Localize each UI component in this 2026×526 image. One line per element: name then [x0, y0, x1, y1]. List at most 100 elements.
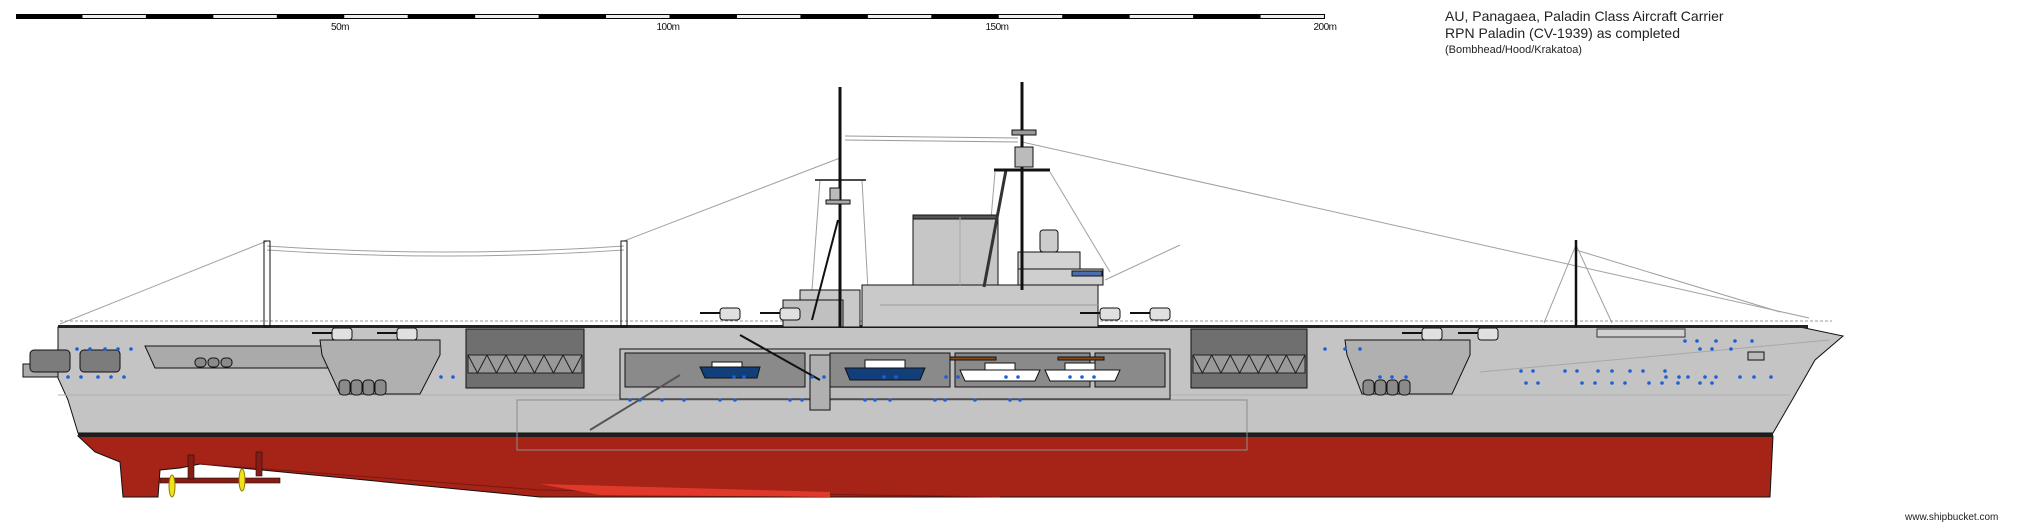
scale-bar-segment — [998, 15, 1063, 18]
propeller-icon — [238, 468, 246, 492]
truss-member — [505, 354, 526, 375]
scale-bar-segment — [867, 15, 932, 18]
propeller-shaft — [159, 477, 281, 484]
porthole — [894, 375, 898, 379]
scale-bar-segment — [736, 15, 801, 18]
vent — [194, 357, 207, 368]
truss-member — [467, 354, 488, 375]
vent — [338, 379, 351, 396]
porthole — [1080, 375, 1084, 379]
porthole — [1575, 369, 1579, 373]
porthole — [1404, 375, 1408, 379]
porthole — [1593, 381, 1597, 385]
porthole — [1092, 375, 1096, 379]
hangar-truss — [467, 354, 1306, 375]
vent — [350, 379, 363, 396]
porthole — [943, 398, 947, 402]
gun-turret — [1421, 327, 1443, 341]
underwater-hull — [76, 435, 1774, 498]
porthole — [1016, 375, 1020, 379]
porthole — [1531, 369, 1535, 373]
porthole — [1596, 369, 1600, 373]
scale-bar-segment — [344, 15, 408, 18]
scale-label-50m: 50m — [331, 22, 349, 33]
porthole — [1524, 381, 1528, 385]
shaft-bracket — [187, 454, 195, 480]
porthole — [1647, 381, 1651, 385]
gun-turret — [331, 327, 353, 341]
porthole — [800, 398, 804, 402]
scale-bar-segment — [1260, 15, 1324, 18]
porthole — [956, 375, 960, 379]
accommodation-ladder — [589, 374, 681, 431]
watermark: www.shipbucket.com — [1905, 512, 1999, 523]
bilge-keel — [540, 484, 830, 497]
porthole — [439, 375, 443, 379]
porthole — [129, 347, 133, 351]
truss-member — [1229, 354, 1250, 375]
porthole — [1703, 375, 1707, 379]
deck-edge-detail — [1596, 328, 1686, 338]
gun-turret — [719, 307, 741, 321]
drawing-credits: (Bombhead/Hood/Krakatoa) — [1445, 44, 1582, 56]
gun-turret — [396, 327, 418, 341]
porthole — [103, 347, 107, 351]
porthole — [810, 375, 814, 379]
porthole — [822, 375, 826, 379]
porthole — [1698, 347, 1702, 351]
porthole — [79, 375, 83, 379]
scale-bar-segment — [475, 15, 539, 18]
drawing-title: AU, Panagaea, Paladin Class Aircraft Car… — [1445, 8, 1724, 24]
porthole — [944, 375, 948, 379]
porthole — [66, 375, 70, 379]
porthole — [1752, 375, 1756, 379]
vent — [374, 379, 387, 396]
porthole — [660, 398, 664, 402]
porthole — [863, 398, 867, 402]
porthole — [1677, 375, 1681, 379]
porthole — [1710, 347, 1714, 351]
porthole — [888, 398, 892, 402]
truss-member — [524, 354, 545, 375]
gun-turret — [1149, 307, 1171, 321]
porthole — [1729, 347, 1733, 351]
porthole — [1686, 375, 1690, 379]
porthole — [88, 347, 92, 351]
porthole — [1623, 381, 1627, 385]
gun-turret — [1477, 327, 1499, 341]
porthole — [1323, 347, 1327, 351]
porthole — [1008, 398, 1012, 402]
drawing-subtitle: RPN Paladin (CV-1939) as completed — [1445, 25, 1681, 41]
porthole — [682, 398, 686, 402]
lattice-mast — [263, 240, 1578, 328]
porthole — [1738, 375, 1742, 379]
scale-bar-segment — [1129, 15, 1194, 18]
porthole — [1358, 347, 1362, 351]
hangar-outline — [516, 399, 1248, 451]
propeller-icon — [168, 474, 176, 498]
vent — [1374, 379, 1387, 396]
scale-bar-segment — [213, 15, 277, 18]
porthole — [1378, 375, 1382, 379]
shaft-bracket — [255, 451, 263, 477]
gun-turret — [779, 307, 801, 321]
porthole — [882, 375, 886, 379]
aft-sponson — [319, 339, 441, 395]
truss-member — [562, 354, 583, 375]
funnel-cap — [912, 214, 999, 220]
porthole — [733, 398, 737, 402]
porthole — [1676, 381, 1680, 385]
porthole — [628, 398, 632, 402]
gun-mounts — [312, 307, 1499, 341]
porthole — [1714, 339, 1718, 343]
porthole — [116, 347, 120, 351]
porthole — [1695, 339, 1699, 343]
vent — [362, 379, 375, 396]
scale-bar-body — [16, 14, 1325, 19]
boat-crane-post — [809, 354, 831, 411]
porthole — [1683, 339, 1687, 343]
truss-member — [1192, 354, 1213, 375]
porthole — [1610, 381, 1614, 385]
scale-bar — [16, 14, 1325, 19]
